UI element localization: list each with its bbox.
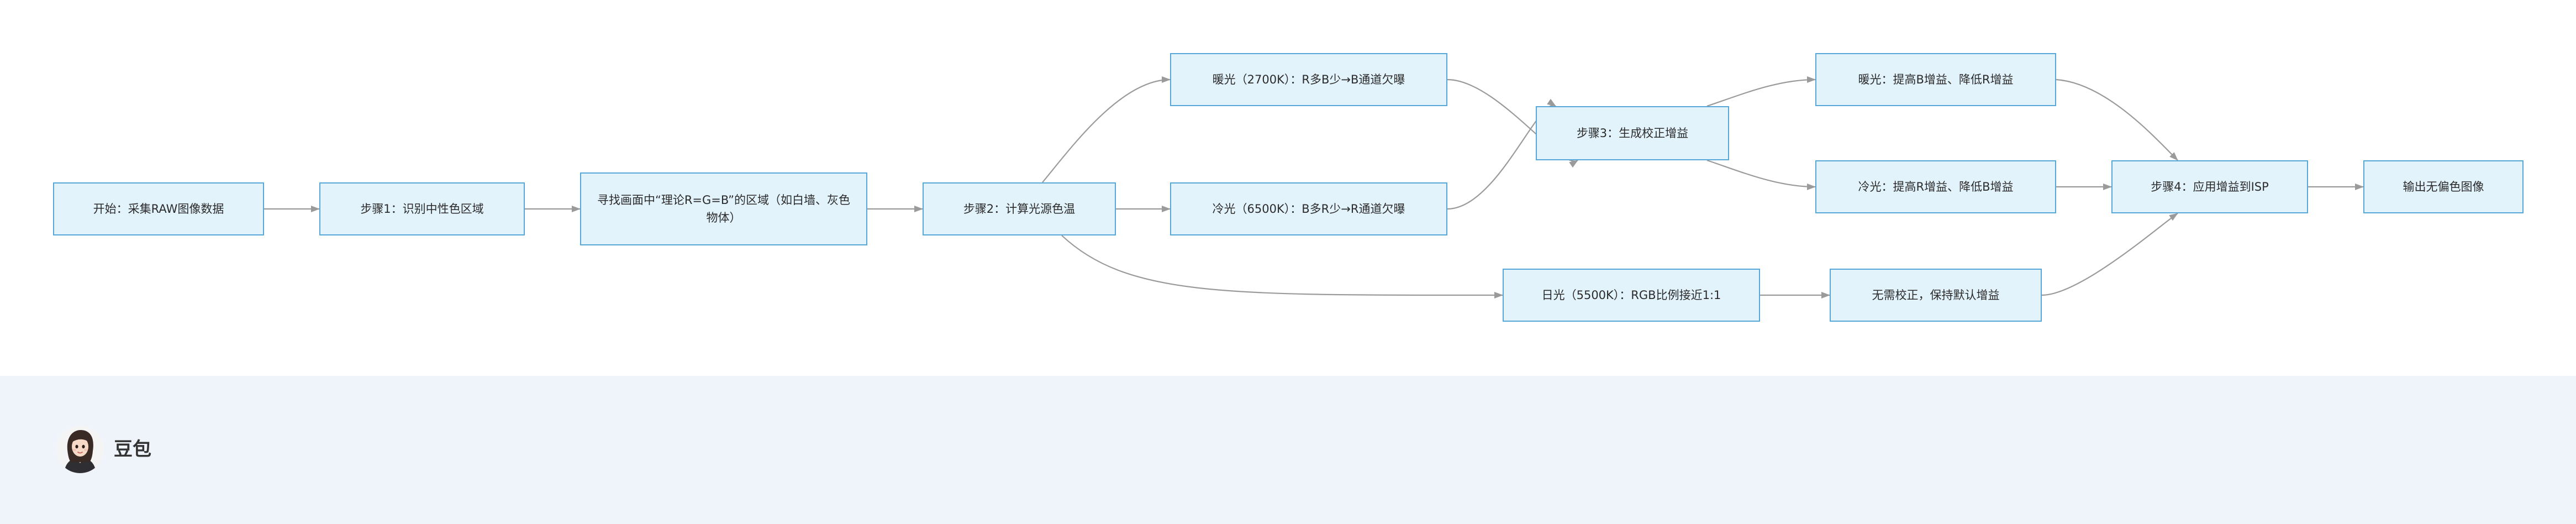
node-step1: 步骤1：识别中性色区域 [319,182,525,235]
node-cool-light-label: 冷光（6500K）：B多R少→R通道欠曝 [1212,202,1405,216]
node-cool-light: 冷光（6500K）：B多R少→R通道欠曝 [1170,182,1447,235]
node-find-neutral-label: 寻找画面中“理论R=G=B”的区域（如白墙、灰色物体） [597,193,851,224]
edge-step3-to-cool-gain [1706,159,1816,190]
node-step4: 步骤4：应用增益到ISP [2111,160,2308,213]
node-start-label: 开始：采集RAW图像数据 [93,202,224,216]
node-step2: 步骤2：计算光源色温 [923,182,1116,235]
flowchart-area: 开始：采集RAW图像数据 步骤1：识别中性色区域 寻找画面中“理论R=G=B”的… [53,53,2524,322]
edge-no-correction-to-step4 [2041,213,2178,296]
node-cool-gain: 冷光：提高R增益、降低B增益 [1815,160,2056,213]
node-start: 开始：采集RAW图像数据 [53,182,264,235]
avatar[interactable] [56,426,104,473]
node-output: 输出无偏色图像 [2363,160,2524,213]
node-warm-gain: 暖光：提高B增益、降低R增益 [1815,53,2056,106]
node-step1-label: 步骤1：识别中性色区域 [360,202,484,216]
node-warm-light-label: 暖光（2700K）：R多B少→B通道欠曝 [1212,73,1405,86]
edge-step2-to-warm-light [1042,76,1171,183]
edge-warm-gain-to-step4 [2056,78,2178,161]
node-cool-gain-label: 冷光：提高R增益、降低B增益 [1858,180,2014,193]
node-daylight-label: 日光（5500K）：RGB比例接近1:1 [1541,289,1721,302]
node-find-neutral: 寻找画面中“理论R=G=B”的区域（如白墙、灰色物体） [580,172,867,245]
edge-step2-to-daylight [1061,235,1503,299]
edge-step3-to-warm-gain [1706,76,1816,107]
node-step2-label: 步骤2：计算光源色温 [963,202,1076,216]
node-warm-light: 暖光（2700K）：R多B少→B通道欠曝 [1170,53,1447,106]
flowchart-edges [264,76,2364,299]
node-no-correction: 无需校正，保持默认增益 [1830,269,2042,322]
node-output-label: 输出无偏色图像 [2403,180,2484,193]
footer-bar: 豆包 [0,376,2576,524]
node-step4-label: 步骤4：应用增益到ISP [2151,180,2269,193]
brand-name: 豆包 [114,438,151,460]
node-step3-label: 步骤3：生成校正增益 [1576,127,1689,140]
node-warm-gain-label: 暖光：提高B增益、降低R增益 [1858,73,2014,86]
node-step3: 步骤3：生成校正增益 [1536,106,1729,160]
node-daylight: 日光（5500K）：RGB比例接近1:1 [1503,269,1760,322]
node-no-correction-label: 无需校正，保持默认增益 [1872,289,2000,302]
